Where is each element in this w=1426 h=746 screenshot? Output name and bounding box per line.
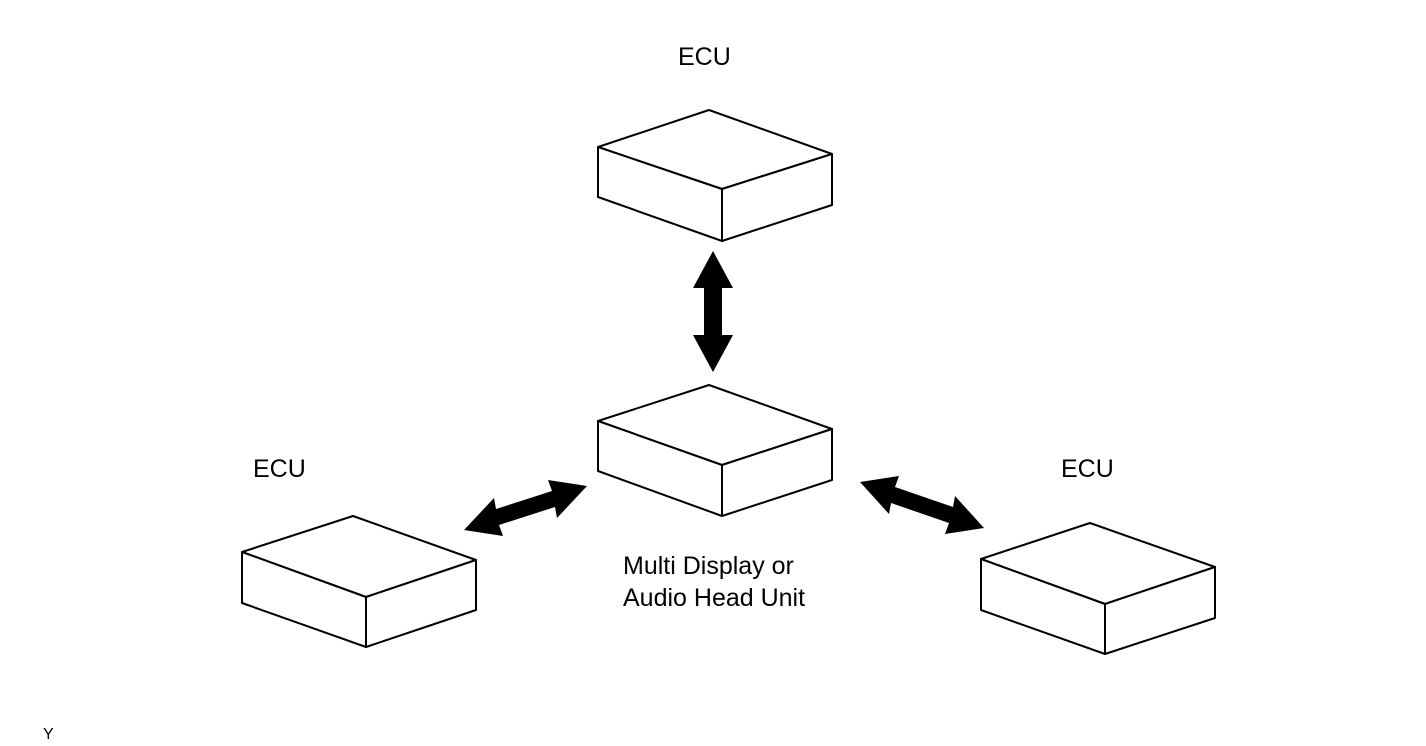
right-ecu-box xyxy=(980,522,1216,655)
top-ecu-label: ECU xyxy=(678,43,731,71)
left-ecu-label: ECU xyxy=(253,455,306,483)
center-unit-box xyxy=(597,384,833,517)
arrow-center-right xyxy=(860,476,984,534)
left-ecu-box xyxy=(241,515,477,648)
arrow-top-center xyxy=(693,251,733,372)
arrow-left-center xyxy=(464,480,587,536)
right-ecu-label: ECU xyxy=(1061,455,1114,483)
center-unit-label-line2: Audio Head Unit xyxy=(623,584,806,612)
corner-code-label: Y xyxy=(43,726,54,743)
center-unit-label-line1: Multi Display or xyxy=(623,552,794,580)
top-ecu-box xyxy=(597,109,833,242)
